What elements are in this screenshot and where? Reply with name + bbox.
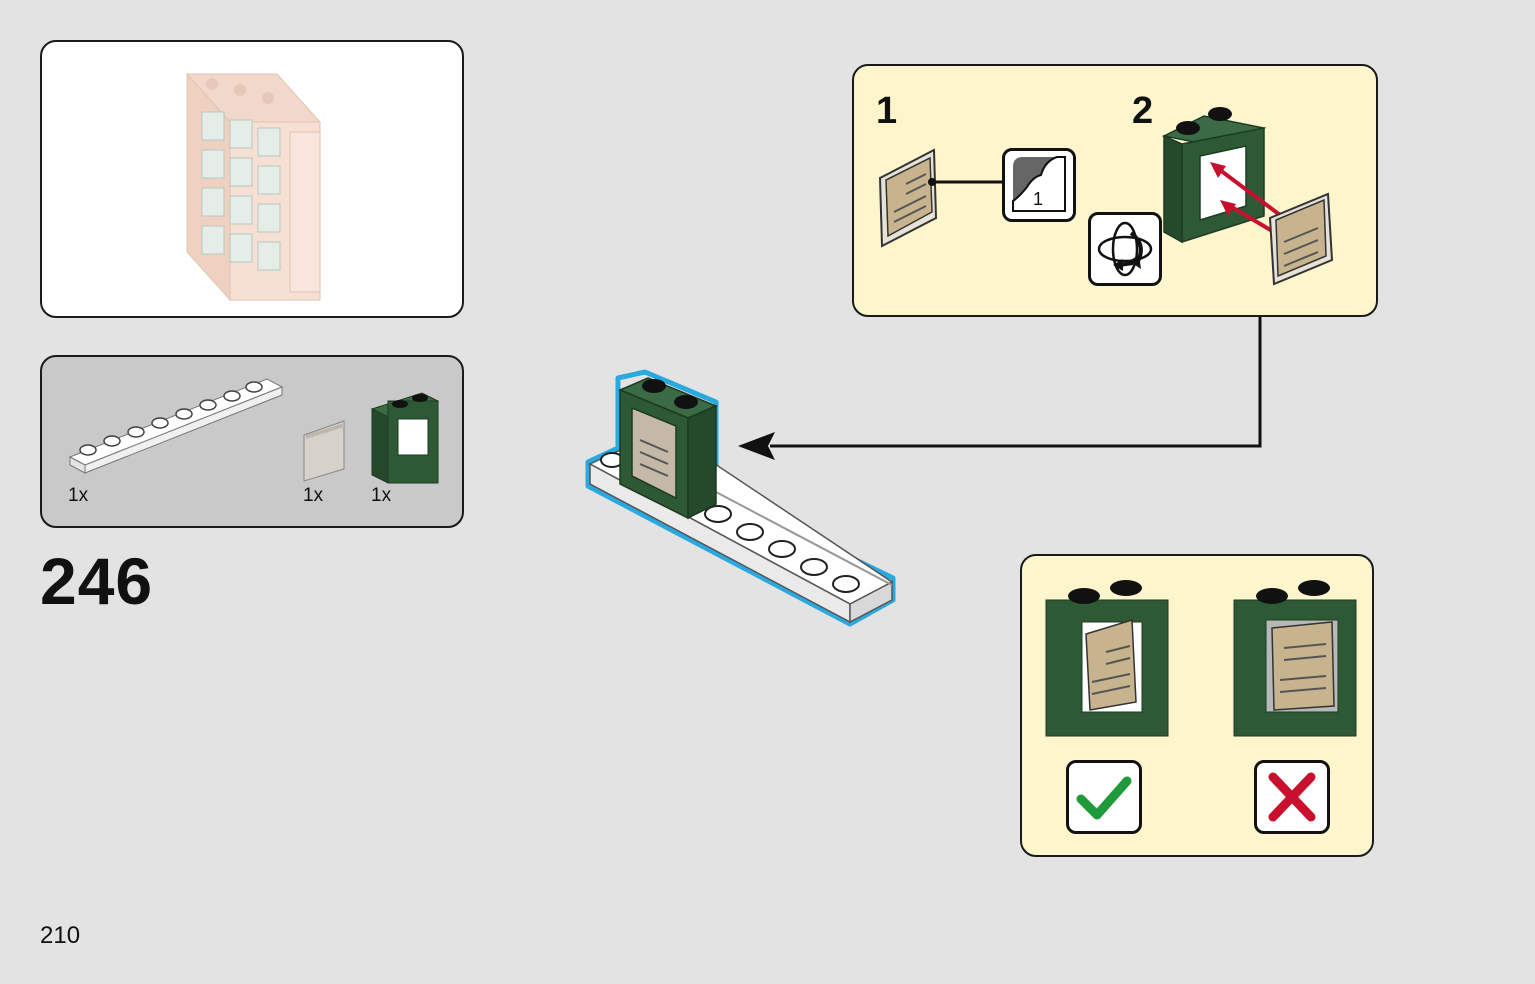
glass-panel-part bbox=[303, 420, 345, 482]
correct-orientation-frame bbox=[1045, 580, 1169, 737]
rotate-icon bbox=[1097, 221, 1153, 277]
substep-number-2: 2 bbox=[1132, 90, 1154, 132]
substep-number-1: 1 bbox=[876, 90, 898, 132]
sticker-glass-panel bbox=[878, 148, 1004, 248]
substep-callout-panel: 1 2 1 bbox=[852, 64, 1378, 317]
incorrect-orientation-frame bbox=[1233, 580, 1357, 737]
correct-indicator bbox=[1066, 760, 1142, 834]
building-facade-preview bbox=[185, 72, 322, 302]
page-number: 210 bbox=[40, 922, 81, 949]
model-context-panel bbox=[40, 40, 464, 318]
correct-incorrect-comparison-panel bbox=[1020, 554, 1374, 857]
rotate-model-indicator bbox=[1088, 212, 1162, 286]
sticker-sheet-reference: 1 bbox=[1002, 148, 1076, 222]
checkmark-icon bbox=[1076, 776, 1132, 820]
part-quantity-glass-panel: 1x bbox=[303, 485, 324, 506]
incorrect-indicator bbox=[1254, 760, 1330, 834]
parts-list-panel: 1x 1x 1x bbox=[40, 355, 464, 528]
step-number: 246 bbox=[40, 544, 154, 618]
cross-icon bbox=[1268, 772, 1316, 822]
part-quantity-window-frame: 1x bbox=[371, 485, 392, 506]
green-window-frame-part bbox=[370, 392, 440, 484]
sticker-number-label: 1 bbox=[1033, 189, 1044, 209]
white-rail-plate-part bbox=[68, 378, 284, 474]
window-frame-with-panel bbox=[1161, 107, 1334, 286]
part-quantity-rail-plate: 1x bbox=[68, 485, 89, 506]
sticker-page-curl-icon bbox=[1012, 156, 1066, 212]
